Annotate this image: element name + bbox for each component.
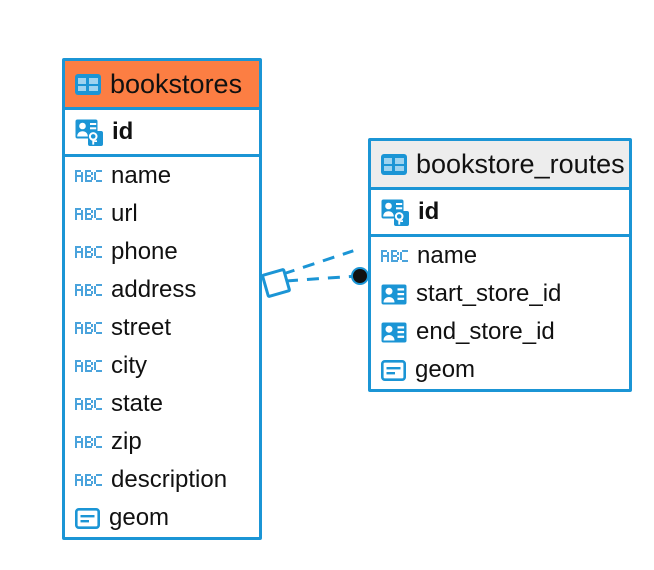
text-abc-icon: [75, 282, 102, 298]
field-row[interactable]: name: [371, 237, 629, 275]
text-abc-icon: [75, 358, 102, 374]
field-label: end_store_id: [416, 318, 555, 345]
field-row[interactable]: start_store_id: [371, 275, 629, 313]
field-label: state: [111, 390, 164, 417]
field-row[interactable]: state: [65, 385, 259, 423]
field-label: city: [111, 352, 147, 379]
text-abc-icon: [75, 472, 102, 488]
geometry-icon: [381, 359, 406, 381]
table-icon: [381, 153, 407, 175]
primary-key-icon: [75, 119, 103, 146]
entity-header-bookstore-routes[interactable]: bookstore_routes: [371, 141, 629, 190]
entity-name: bookstore_routes: [416, 148, 625, 179]
field-row[interactable]: city: [65, 347, 259, 385]
field-label: name: [111, 162, 172, 189]
text-abc-icon: [75, 206, 102, 222]
entity-name: bookstores: [110, 68, 243, 99]
field-row[interactable]: geom: [371, 351, 629, 389]
field-label: start_store_id: [416, 280, 562, 307]
relationship-source-marker: [261, 268, 291, 298]
relationship-line-lower: [285, 274, 358, 283]
text-abc-icon: [75, 434, 102, 450]
entity-header-bookstores[interactable]: bookstores: [65, 61, 259, 110]
field-row[interactable]: street: [65, 309, 259, 347]
field-label: geom: [415, 356, 476, 383]
relationship-line-upper: [282, 249, 354, 276]
relationship-target-marker: [351, 267, 369, 285]
field-row-primary-key[interactable]: id: [65, 110, 259, 157]
field-label: address: [111, 276, 197, 303]
foreign-key-icon: [381, 284, 407, 305]
field-label: phone: [111, 238, 178, 265]
field-row[interactable]: address: [65, 271, 259, 309]
field-row[interactable]: phone: [65, 233, 259, 271]
field-label: geom: [109, 504, 170, 531]
field-label: id: [418, 198, 440, 225]
text-abc-icon: [75, 168, 102, 184]
text-abc-icon: [75, 396, 102, 412]
text-abc-icon: [75, 320, 102, 336]
field-row[interactable]: geom: [65, 499, 259, 537]
primary-key-icon: [381, 199, 409, 226]
geometry-icon: [75, 507, 100, 529]
text-abc-icon: [381, 248, 408, 264]
table-icon: [75, 73, 101, 95]
foreign-key-icon: [381, 322, 407, 343]
field-row-primary-key[interactable]: id: [371, 190, 629, 237]
text-abc-icon: [75, 244, 102, 260]
field-row[interactable]: description: [65, 461, 259, 499]
field-label: name: [417, 242, 478, 269]
field-row[interactable]: url: [65, 195, 259, 233]
field-row[interactable]: name: [65, 157, 259, 195]
field-label: street: [111, 314, 172, 341]
field-list-bookstores: name url phone address street city state zip des…: [65, 157, 259, 537]
field-label: description: [111, 466, 228, 493]
field-label: id: [112, 118, 134, 145]
field-row[interactable]: zip: [65, 423, 259, 461]
field-row[interactable]: end_store_id: [371, 313, 629, 351]
field-label: url: [111, 200, 138, 227]
field-label: zip: [111, 428, 142, 455]
